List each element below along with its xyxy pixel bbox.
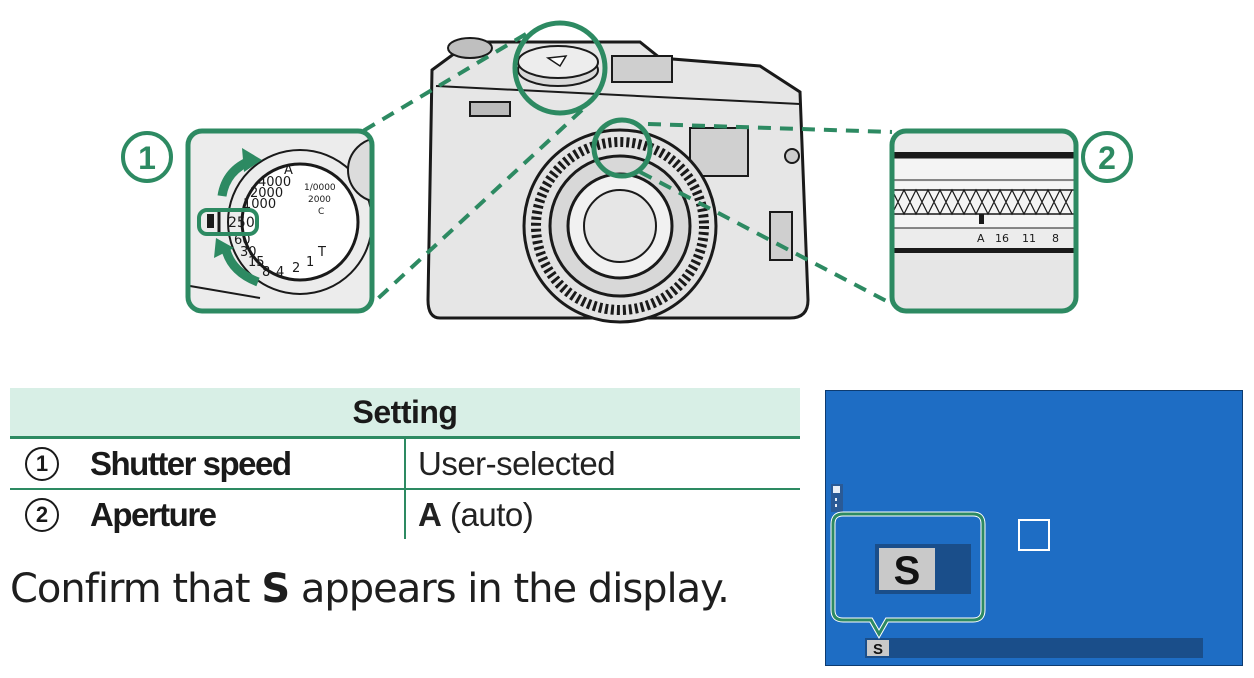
focus-frame-icon bbox=[1018, 519, 1050, 551]
shooting-mode-small bbox=[867, 640, 889, 656]
dial-mark-2000: 2000 bbox=[250, 186, 283, 201]
svg-text:1: 1 bbox=[138, 140, 156, 176]
aperture-mark-11: 11 bbox=[1022, 232, 1036, 245]
dial-inner-3: C bbox=[318, 207, 324, 217]
svg-text:S: S bbox=[894, 549, 921, 593]
svg-text:2: 2 bbox=[1098, 140, 1116, 176]
dial-mark-2: 2 bbox=[292, 261, 300, 276]
dial-inner-1: 1/0000 bbox=[304, 183, 336, 193]
aperture-mark-16: 16 bbox=[995, 232, 1009, 245]
aperture-value-bold: A bbox=[418, 496, 442, 533]
table-header: Setting bbox=[10, 388, 800, 439]
info-bar bbox=[865, 638, 1203, 658]
confirm-text-before: Confirm that bbox=[10, 566, 262, 612]
dial-mark-8: 8 bbox=[262, 265, 270, 280]
settings-table: Setting 1 Shutter speed User-selected 2 … bbox=[10, 388, 800, 539]
confirm-mode-letter: S bbox=[261, 566, 290, 612]
callout-1: 1 bbox=[121, 131, 173, 183]
aperture-ring-highlight bbox=[591, 117, 653, 179]
leader-lines bbox=[356, 32, 893, 306]
dial-mark-4: 4 bbox=[276, 265, 284, 280]
aperture-mark-a: A bbox=[977, 232, 985, 245]
shooting-mode-big bbox=[879, 548, 935, 590]
row-label-aperture: Aperture bbox=[90, 496, 217, 533]
svg-text:S: S bbox=[873, 641, 883, 658]
shutter-dial-inset: A 4000 2000 1000 250 60 30 15 8 4 2 1 T … bbox=[185, 128, 375, 314]
row-value-shutter: User-selected bbox=[418, 445, 616, 482]
camera-display: S S bbox=[825, 390, 1243, 666]
column-divider bbox=[404, 490, 406, 539]
column-divider bbox=[404, 439, 406, 488]
callout-2: 2 bbox=[1081, 131, 1133, 183]
dial-mark-60: 60 bbox=[234, 233, 251, 248]
dial-mark-4000: 4000 bbox=[258, 175, 291, 190]
aperture-value-rest: (auto) bbox=[441, 496, 534, 533]
camera-illustration: A 4000 2000 1000 250 60 30 15 8 4 2 1 T … bbox=[121, 20, 1133, 324]
dial-inner-2: 2000 bbox=[308, 195, 331, 205]
shutter-dial-highlight bbox=[512, 20, 608, 116]
table-row-shutter: 1 Shutter speed User-selected bbox=[10, 439, 800, 490]
top-shutter-dial bbox=[517, 45, 599, 87]
aperture-ring-inset: A 16 11 8 bbox=[889, 128, 1079, 314]
confirm-text-after: appears in the display. bbox=[289, 566, 730, 612]
row-value-aperture: A (auto) bbox=[418, 490, 534, 539]
dial-mark-250: 250 bbox=[228, 215, 255, 231]
confirm-instruction: Confirm that S appears in the display. bbox=[10, 566, 730, 612]
table-row-aperture: 2 Aperture A (auto) bbox=[10, 490, 800, 539]
dial-mark-30: 30 bbox=[240, 245, 257, 260]
row-number-badge: 2 bbox=[25, 498, 59, 532]
dial-mark-t: T bbox=[317, 245, 326, 260]
row-label-shutter: Shutter speed bbox=[90, 445, 292, 482]
dial-mark-1: 1 bbox=[306, 255, 314, 270]
row-number-badge: 1 bbox=[25, 447, 59, 481]
dial-mark-a: A bbox=[284, 163, 293, 178]
dial-mark-15: 15 bbox=[248, 255, 265, 270]
aperture-mark-8: 8 bbox=[1052, 232, 1059, 245]
camera-lens bbox=[522, 128, 718, 324]
